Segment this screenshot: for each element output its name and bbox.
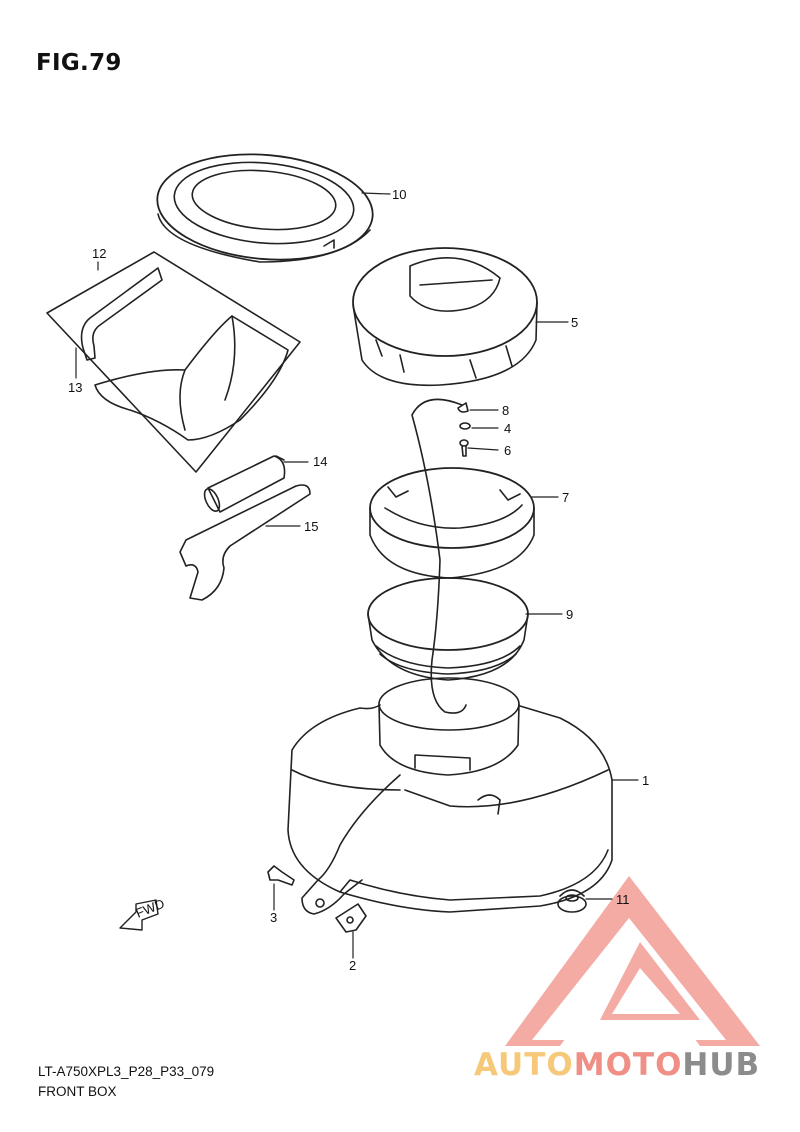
callout-4: 4 <box>504 421 511 436</box>
cap-part <box>352 247 538 387</box>
callout-2: 2 <box>349 958 356 973</box>
watermark-hub: HUB <box>682 1047 761 1083</box>
bolt-part <box>267 865 295 886</box>
callout-13: 13 <box>68 380 82 395</box>
callout-11: 11 <box>616 892 630 907</box>
callout-1: 1 <box>642 773 649 788</box>
watermark-logo: AUTOMOTOHUB <box>474 1047 760 1083</box>
ring-part <box>369 467 535 579</box>
callout-10: 10 <box>392 187 406 202</box>
callout-labels: 10 12 13 5 8 4 6 14 7 15 9 1 11 3 2 <box>68 187 649 973</box>
strap-wire <box>411 398 469 714</box>
callout-6: 6 <box>504 443 511 458</box>
figure-title: FIG.79 <box>36 50 122 76</box>
holder-part <box>203 455 286 513</box>
watermark-triangle <box>505 876 760 1046</box>
watermark-auto: AUTO <box>474 1047 574 1083</box>
callout-5: 5 <box>571 315 578 330</box>
figure-name: FRONT BOX <box>38 1084 117 1099</box>
screw-part <box>459 439 469 457</box>
callout-12: 12 <box>92 246 106 261</box>
tool-bag-part <box>46 251 301 473</box>
clip-part <box>335 903 367 933</box>
spanner-part <box>179 484 311 601</box>
grommet-part <box>557 889 587 913</box>
callout-9: 9 <box>566 607 573 622</box>
washer-part <box>459 422 471 430</box>
callout-8: 8 <box>502 403 509 418</box>
callout-7: 7 <box>562 490 569 505</box>
fwd-arrow-icon: FWD <box>119 896 167 931</box>
callout-15: 15 <box>304 519 318 534</box>
callout-14: 14 <box>313 454 327 469</box>
cover-seal-part <box>156 153 374 263</box>
watermark-moto: MOTO <box>573 1047 683 1083</box>
leader-lines <box>75 192 639 959</box>
callout-3: 3 <box>270 910 277 925</box>
ring-seal-part <box>367 577 529 681</box>
figure-code: LT-A750XPL3_P28_P33_079 <box>38 1064 215 1079</box>
